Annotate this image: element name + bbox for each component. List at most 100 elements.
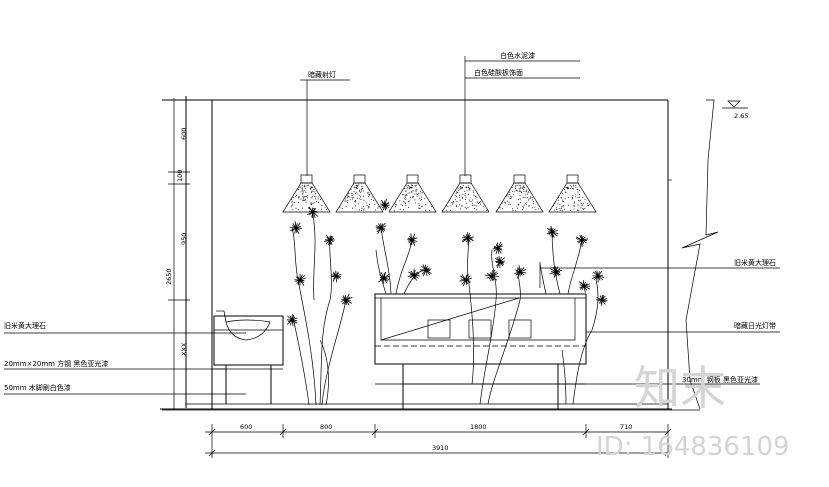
light-dot bbox=[315, 196, 317, 198]
light-dot bbox=[573, 202, 575, 204]
light-dot bbox=[576, 209, 578, 211]
light-dot bbox=[473, 204, 475, 206]
light-dot bbox=[526, 189, 528, 191]
light-dot bbox=[395, 204, 397, 206]
left-cabinet bbox=[212, 310, 284, 404]
light-dot bbox=[350, 188, 352, 190]
light-dot bbox=[345, 206, 347, 208]
light-dot bbox=[297, 209, 299, 211]
light-dot bbox=[557, 203, 559, 205]
light-dot bbox=[418, 194, 420, 196]
light-dot bbox=[480, 203, 482, 205]
light-dot bbox=[518, 190, 520, 192]
light-dot bbox=[358, 190, 360, 192]
light-dot bbox=[302, 200, 304, 202]
vdim-label-100: 100 bbox=[176, 170, 184, 182]
light-dot bbox=[496, 210, 498, 212]
hdim-label-1800: 1800 bbox=[470, 423, 487, 431]
light-dot bbox=[408, 186, 410, 187]
light-dot bbox=[461, 188, 463, 190]
light-dot bbox=[528, 199, 530, 201]
light-dot bbox=[358, 203, 360, 205]
light-dot bbox=[339, 206, 341, 208]
light-dot bbox=[468, 187, 470, 189]
light-dot bbox=[304, 184, 306, 186]
light-dot bbox=[556, 207, 557, 209]
label-paint-wood: 白色硅酸板饰面 bbox=[474, 68, 523, 77]
light-dot bbox=[303, 186, 305, 188]
light-dot bbox=[522, 188, 524, 190]
vdim-label-small: XXX bbox=[180, 342, 188, 356]
light-dot bbox=[523, 185, 525, 187]
plant-bloom bbox=[461, 231, 474, 245]
light-dot bbox=[354, 200, 356, 202]
light-dot bbox=[404, 202, 406, 203]
light-dot bbox=[345, 200, 347, 202]
light-dot bbox=[569, 185, 571, 186]
light-dot bbox=[293, 197, 295, 199]
light-dot bbox=[412, 196, 414, 197]
light-dot bbox=[447, 201, 449, 203]
hdim-ticks bbox=[208, 424, 672, 458]
light-dot bbox=[409, 196, 411, 198]
light-dot bbox=[528, 198, 530, 200]
elevation-marker bbox=[727, 100, 741, 108]
light-dot bbox=[453, 202, 455, 204]
light-dot bbox=[509, 198, 511, 199]
light-dot bbox=[583, 202, 585, 204]
vdim-label-600: 600 bbox=[180, 128, 188, 140]
light-dot bbox=[419, 208, 421, 210]
light-dot bbox=[312, 202, 314, 204]
light-dot bbox=[459, 187, 461, 189]
light-dot bbox=[373, 199, 374, 201]
light-dot bbox=[292, 200, 294, 202]
light-dot bbox=[533, 201, 535, 203]
light-dot bbox=[477, 203, 479, 204]
light-dot bbox=[302, 207, 303, 209]
light-dot bbox=[311, 187, 313, 189]
light-dot bbox=[452, 203, 454, 205]
light-dot bbox=[530, 197, 531, 199]
light-dot bbox=[415, 189, 417, 191]
light-dot bbox=[515, 189, 517, 191]
plant-bloom bbox=[419, 264, 432, 277]
light-dot bbox=[458, 190, 460, 192]
light-dot bbox=[353, 186, 355, 188]
light-dot bbox=[528, 191, 530, 193]
watermark-logo: 知末 bbox=[634, 361, 726, 415]
light-dot bbox=[368, 206, 370, 208]
light-dot bbox=[308, 184, 310, 186]
light-dot bbox=[405, 190, 407, 192]
plant-bloom bbox=[459, 273, 473, 287]
light-dot bbox=[353, 190, 355, 192]
plant-bloom bbox=[514, 265, 527, 279]
light-dot bbox=[368, 194, 370, 196]
light-dot bbox=[411, 196, 413, 198]
light-dot bbox=[297, 188, 299, 190]
light-dot bbox=[374, 204, 376, 206]
light-dot bbox=[525, 204, 527, 206]
light-dot bbox=[562, 192, 564, 194]
light-dot bbox=[317, 198, 319, 200]
light-dot bbox=[348, 193, 350, 195]
light-dot bbox=[458, 194, 460, 196]
light-dot bbox=[577, 204, 579, 206]
light-dot bbox=[369, 193, 371, 195]
light-dot bbox=[412, 185, 414, 187]
light-dot bbox=[303, 196, 305, 198]
light-dot bbox=[464, 206, 466, 208]
light-dot bbox=[531, 196, 533, 198]
light-dot bbox=[304, 187, 306, 189]
light-dot bbox=[303, 196, 305, 198]
light-dot bbox=[378, 206, 380, 208]
light-dot bbox=[442, 210, 444, 211]
label-light-left: 暗藏射灯 bbox=[308, 70, 336, 79]
light-dot bbox=[351, 195, 353, 196]
light-dot bbox=[518, 198, 520, 200]
light-dot bbox=[347, 196, 349, 197]
light-dot bbox=[411, 185, 413, 187]
light-dot bbox=[400, 204, 402, 206]
light-dot bbox=[584, 198, 586, 200]
light-dot bbox=[465, 196, 467, 198]
light-dot bbox=[407, 192, 409, 194]
